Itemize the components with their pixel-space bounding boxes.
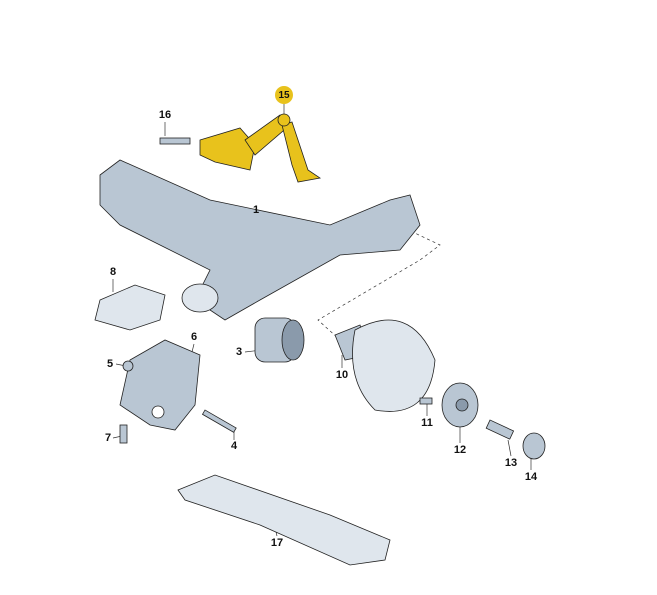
mounting-bracket [119,339,201,431]
part-label-13[interactable]: 13 [504,457,518,469]
underbody-cover [177,474,391,566]
part-label-16[interactable]: 16 [158,109,172,121]
bolt-16 [159,137,191,145]
part-label-1[interactable]: 1 [252,204,260,216]
part-label-15-highlighted[interactable]: 15 [275,86,293,104]
bushing [254,317,305,363]
part-label-3[interactable]: 3 [235,346,243,358]
level-sensor [199,113,322,183]
cap-14 [522,432,546,460]
part-label-6[interactable]: 6 [190,331,198,343]
axle-bolt-13 [485,419,515,440]
part-label-10[interactable]: 10 [335,369,349,381]
part-label-4[interactable]: 4 [230,440,238,452]
bolt-11 [419,397,433,405]
bolt-4 [201,409,237,433]
part-label-5[interactable]: 5 [106,358,114,370]
part-label-14[interactable]: 14 [524,471,538,483]
part-label-17[interactable]: 17 [270,537,284,549]
heat-shield [94,284,166,331]
bolt-7 [119,424,128,444]
part-label-12[interactable]: 12 [453,444,467,456]
nut-5 [122,360,134,372]
rear-axle-beam [99,159,421,321]
part-label-11[interactable]: 11 [421,417,433,429]
part-label-8[interactable]: 8 [109,266,117,278]
leader-lines [112,104,532,537]
part-label-7[interactable]: 7 [104,432,112,444]
